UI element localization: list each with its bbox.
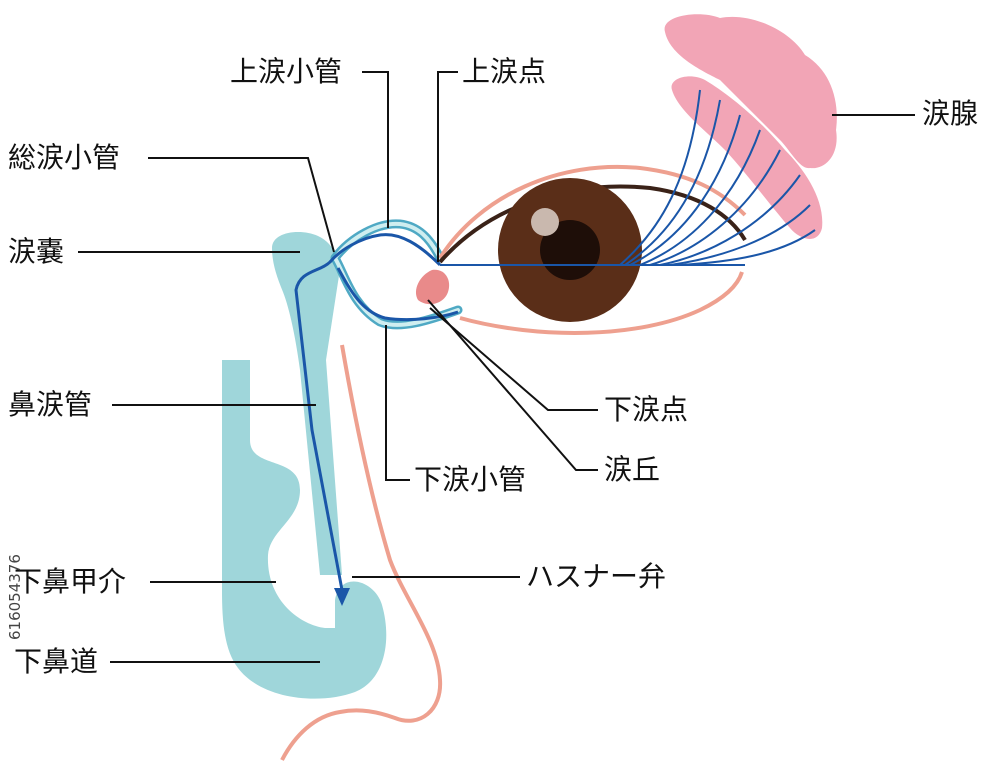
- label-nasolacrimal-duct: 鼻涙管: [8, 388, 93, 421]
- label-inferior-turbinate: 下鼻甲介: [14, 565, 127, 598]
- lacrimal-gland-lower: [671, 76, 823, 239]
- nose-profile-line: [280, 344, 443, 761]
- flow-arrow-head: [334, 588, 350, 606]
- label-lacrimal-sac: 涙嚢: [8, 235, 65, 268]
- label-upper-canaliculus: 上涙小管: [230, 55, 343, 88]
- label-common-canaliculus: 総涙小管: [8, 141, 121, 174]
- nasal-cavity-shape: [222, 360, 387, 699]
- label-hasner-valve: ハスナー弁: [526, 560, 667, 593]
- upper-lid-margin: [438, 184, 747, 264]
- label-lacrimal-gland: 涙腺: [922, 97, 979, 130]
- lacrimal-gland-upper: [664, 14, 837, 169]
- label-lower-punctum: 下涙点: [604, 393, 689, 426]
- tear-drainage-path: [294, 233, 442, 591]
- label-inferior-meatus: 下鼻道: [14, 645, 99, 678]
- label-lower-canaliculus: 下涙小管: [414, 463, 527, 496]
- upper-eyelid-line: [438, 164, 747, 260]
- leader-lines: [78, 71, 915, 663]
- stock-image-id: 616054376: [6, 554, 24, 640]
- iris-highlight: [531, 208, 559, 236]
- label-lacrimal-caruncle: 涙丘: [604, 453, 661, 486]
- caruncle: [415, 269, 450, 305]
- tear-flow-lines: [440, 89, 816, 266]
- label-upper-punctum: 上涙点: [462, 55, 547, 88]
- lower-eyelid-line: [459, 271, 744, 335]
